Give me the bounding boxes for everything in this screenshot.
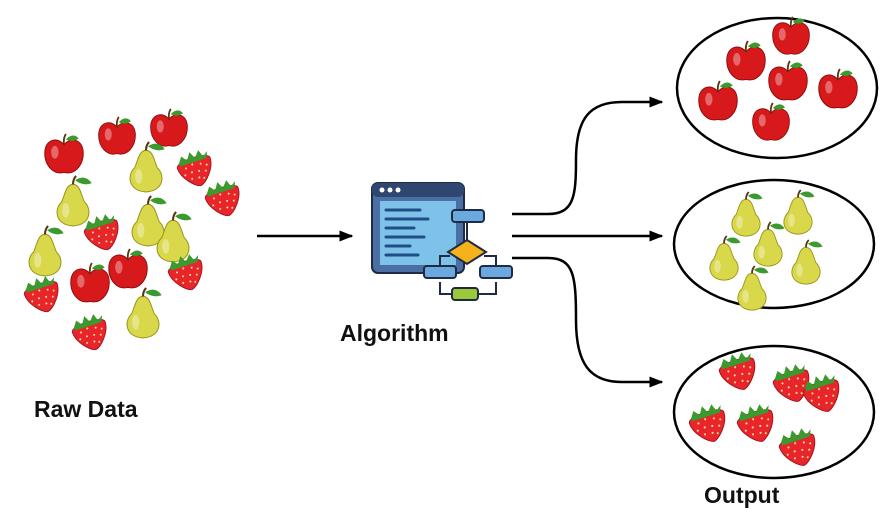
algorithm-label: Algorithm [340,320,449,346]
apple-icon [69,261,111,303]
output-cluster-apples [675,15,879,160]
pear-icon [27,224,65,278]
output-arrow-top [512,96,664,216]
flowchart-window-icon [371,182,513,301]
strawberry-icon [173,146,218,192]
strawberry-icon [20,271,66,318]
raw-data-cluster [20,107,246,356]
apple-icon [107,247,149,289]
strawberry-icon [68,309,114,356]
output-cluster-pears [672,178,876,312]
output-cluster-strawberries [672,344,876,480]
pear-icon [155,210,193,264]
pear-icon [128,140,166,194]
apple-icon [97,115,137,156]
apple-icon [43,132,85,174]
pear-icon [55,174,93,228]
output-label: Output [704,482,780,508]
output-arrow-bottom [512,256,664,388]
raw-data-label: Raw Data [34,396,138,422]
pear-icon [125,286,163,340]
strawberry-icon [201,176,246,222]
apple-icon [149,107,189,148]
